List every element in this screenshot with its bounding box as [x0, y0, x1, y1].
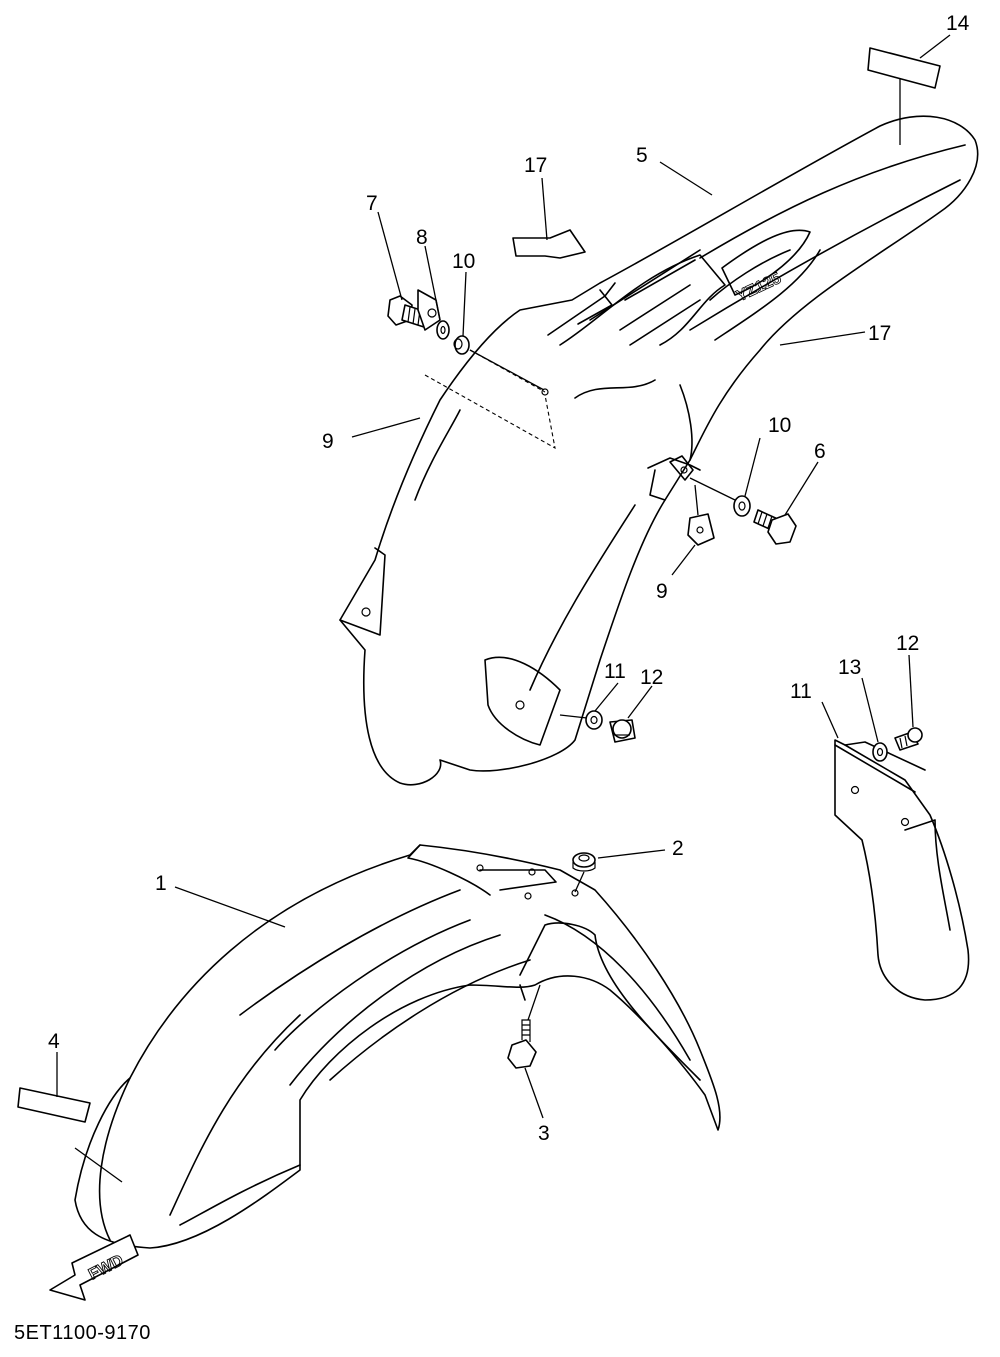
- fwd-arrow-icon: FWD: [49, 1234, 139, 1301]
- callout-8: 8: [416, 226, 428, 249]
- bolt-6[interactable]: [753, 509, 797, 545]
- nut-clip-9-upper[interactable]: [417, 289, 441, 331]
- callout-7: 7: [366, 192, 378, 215]
- washer-15[interactable]: [872, 742, 888, 762]
- callout-5: 5: [636, 144, 648, 167]
- decal-16: [867, 47, 941, 89]
- callout-10-lower: 10: [768, 414, 791, 437]
- callout-2: 2: [672, 837, 684, 860]
- callout-4: 4: [48, 1030, 60, 1053]
- screw-14[interactable]: [894, 727, 923, 751]
- callout-17-right: 17: [868, 322, 891, 345]
- rear-fender[interactable]: YZ125: [339, 115, 979, 786]
- callout-16: 14: [946, 12, 970, 35]
- callout-14: 12: [896, 632, 919, 655]
- callout-10-upper: 10: [452, 250, 475, 273]
- decal-17-upper: [512, 229, 586, 259]
- grommet-2[interactable]: [572, 852, 596, 872]
- drawing-code: 5ET1100-9170: [14, 1322, 151, 1344]
- callout-11: 11: [790, 680, 812, 703]
- bolt-3[interactable]: [507, 1019, 537, 1069]
- callout-9-lower: 9: [656, 580, 668, 603]
- callout-12: 12: [640, 666, 663, 689]
- callout-6: 6: [814, 440, 826, 463]
- leader-lines: [56, 34, 951, 1183]
- collar-10-upper[interactable]: [453, 335, 470, 355]
- callout-1: 1: [155, 872, 167, 895]
- decal-4: [17, 1087, 91, 1123]
- callout-17-upper: 17: [524, 154, 547, 177]
- washer-8[interactable]: [436, 320, 450, 340]
- screw-12[interactable]: [609, 719, 636, 743]
- mud-flap[interactable]: [834, 739, 970, 1001]
- nut-clip-9-lower[interactable]: [687, 513, 715, 546]
- callout-9-left: 9: [322, 430, 334, 453]
- callout-3: 3: [538, 1122, 550, 1145]
- callout-15: 13: [838, 656, 861, 679]
- collar-10-lower[interactable]: [733, 495, 751, 517]
- collar-13[interactable]: [585, 710, 603, 730]
- callout-13: 11: [604, 660, 626, 683]
- front-fender[interactable]: [74, 844, 721, 1249]
